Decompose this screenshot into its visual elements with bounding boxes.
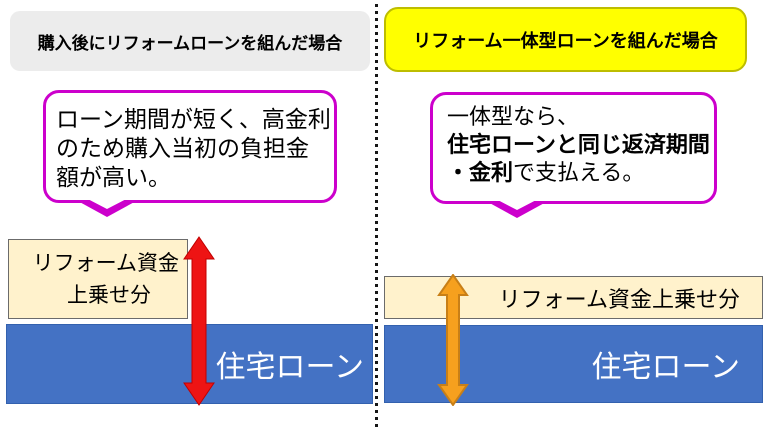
right-bubble-line1: 一体型なら、: [447, 105, 580, 130]
right-bubble-tail-fill: [492, 197, 542, 210]
right-bubble-line3-rest: で支払える。: [513, 161, 645, 186]
orange-double-arrow-icon: [437, 274, 469, 406]
dotted-divider: [375, 4, 378, 428]
right-bubble-line2: 住宅ローンと同じ返済期間: [447, 133, 710, 158]
right-reform-funds-label: リフォーム資金上乗せ分: [498, 287, 740, 313]
left-reform-funds-line2: 上乗せ分: [67, 283, 151, 307]
left-bubble-line1: ローン期間が短く、高金利: [56, 107, 331, 133]
right-bubble-line3-bold: ・金利: [447, 161, 514, 186]
left-housing-loan-box: 住宅ローン: [6, 324, 373, 404]
left-housing-loan-label: 住宅ローン: [215, 350, 365, 385]
right-housing-loan-label: 住宅ローン: [591, 350, 741, 385]
left-speech-bubble: ローン期間が短く、高金利 のため購入当初の負担金 額が高い。: [43, 90, 337, 217]
right-bubble-line3: ・金利で支払える。: [447, 160, 714, 188]
left-bubble-line3: 額が高い。: [56, 165, 171, 191]
left-reform-funds-line1: リフォーム資金: [32, 251, 179, 275]
left-header: 購入後にリフォームローンを組んだ場合: [10, 11, 370, 71]
right-speech-bubble: 一体型なら、 住宅ローンと同じ返済期間 ・金利で支払える。: [430, 92, 717, 218]
right-header-label: リフォーム一体型ローンを組んだ場合: [413, 30, 718, 52]
left-reform-funds-box: リフォーム資金 上乗せ分: [8, 239, 188, 319]
right-header: リフォーム一体型ローンを組んだ場合: [384, 7, 747, 72]
left-bubble-line2: のため購入当初の負担金: [56, 136, 309, 162]
red-double-arrow-icon: [183, 236, 215, 406]
left-bubble-tail-fill: [82, 196, 132, 209]
left-header-label: 購入後にリフォームローンを組んだ場合: [37, 33, 343, 54]
